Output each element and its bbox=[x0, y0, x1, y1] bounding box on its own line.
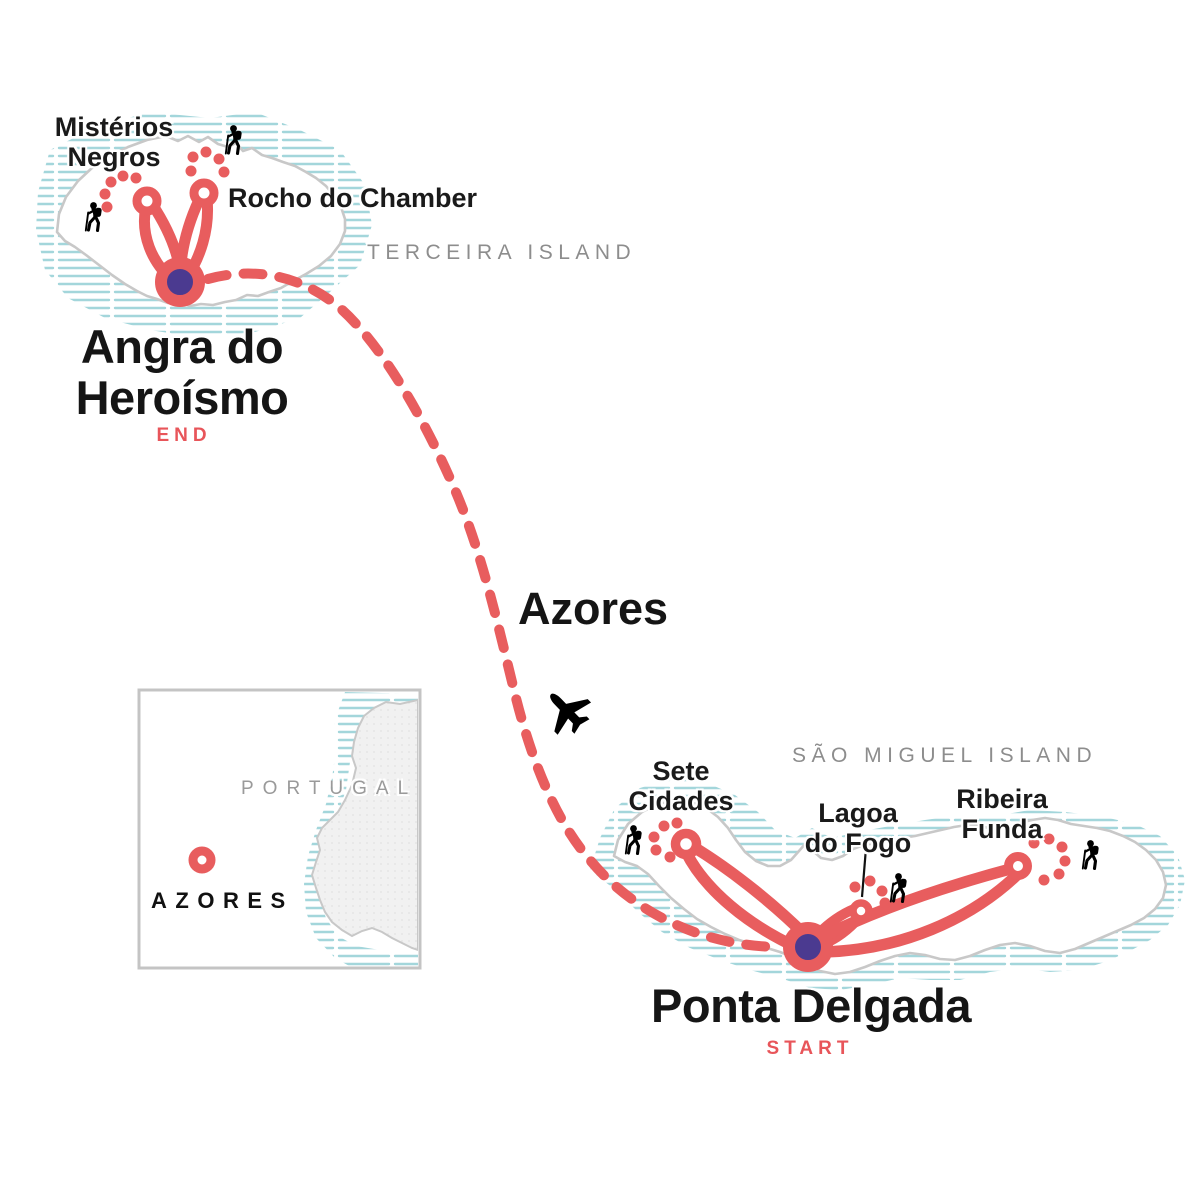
plane-icon bbox=[534, 678, 599, 743]
label-rocho-do-chamber: Rocho do Chamber bbox=[228, 183, 478, 213]
flight-route-path bbox=[203, 268, 787, 952]
poi-ring-sete bbox=[670, 828, 702, 860]
trail-route-ribeira-b bbox=[818, 868, 1024, 958]
poi-ring-misterios bbox=[132, 186, 162, 216]
sao-miguel-trail-dots bbox=[648, 817, 1071, 909]
label-ponta-delgada: Ponta Delgada bbox=[651, 979, 971, 1032]
azores-inset-marker bbox=[188, 846, 216, 874]
inset-map bbox=[137, 688, 422, 970]
label-azores-inset: AZORES bbox=[151, 888, 294, 913]
label-terceira-island: TERCEIRA ISLAND bbox=[367, 241, 637, 264]
poi-ring-rocho bbox=[189, 178, 219, 208]
terceira-coastline bbox=[55, 134, 347, 308]
terceira-trail-dots bbox=[99, 146, 230, 213]
trail-route-sete-b bbox=[680, 846, 804, 954]
ponta-hub-marker bbox=[783, 922, 833, 972]
label-azores-title: Azores bbox=[518, 583, 669, 634]
sao-miguel-island-group bbox=[590, 778, 1185, 990]
lagoa-leader-line bbox=[860, 847, 868, 898]
poi-ring-ribeira bbox=[1004, 852, 1032, 880]
portugal-shape bbox=[310, 698, 418, 952]
label-portugal: PORTUGAL bbox=[241, 778, 418, 799]
angra-hub-marker bbox=[155, 257, 205, 307]
label-sao-miguel-island: SÃO MIGUEL ISLAND bbox=[792, 744, 1098, 767]
label-end-tag: END bbox=[156, 425, 212, 446]
trail-route-ribeira-a bbox=[814, 862, 1020, 944]
label-start-tag: START bbox=[766, 1038, 854, 1059]
poi-ring-lagoa bbox=[849, 899, 873, 923]
